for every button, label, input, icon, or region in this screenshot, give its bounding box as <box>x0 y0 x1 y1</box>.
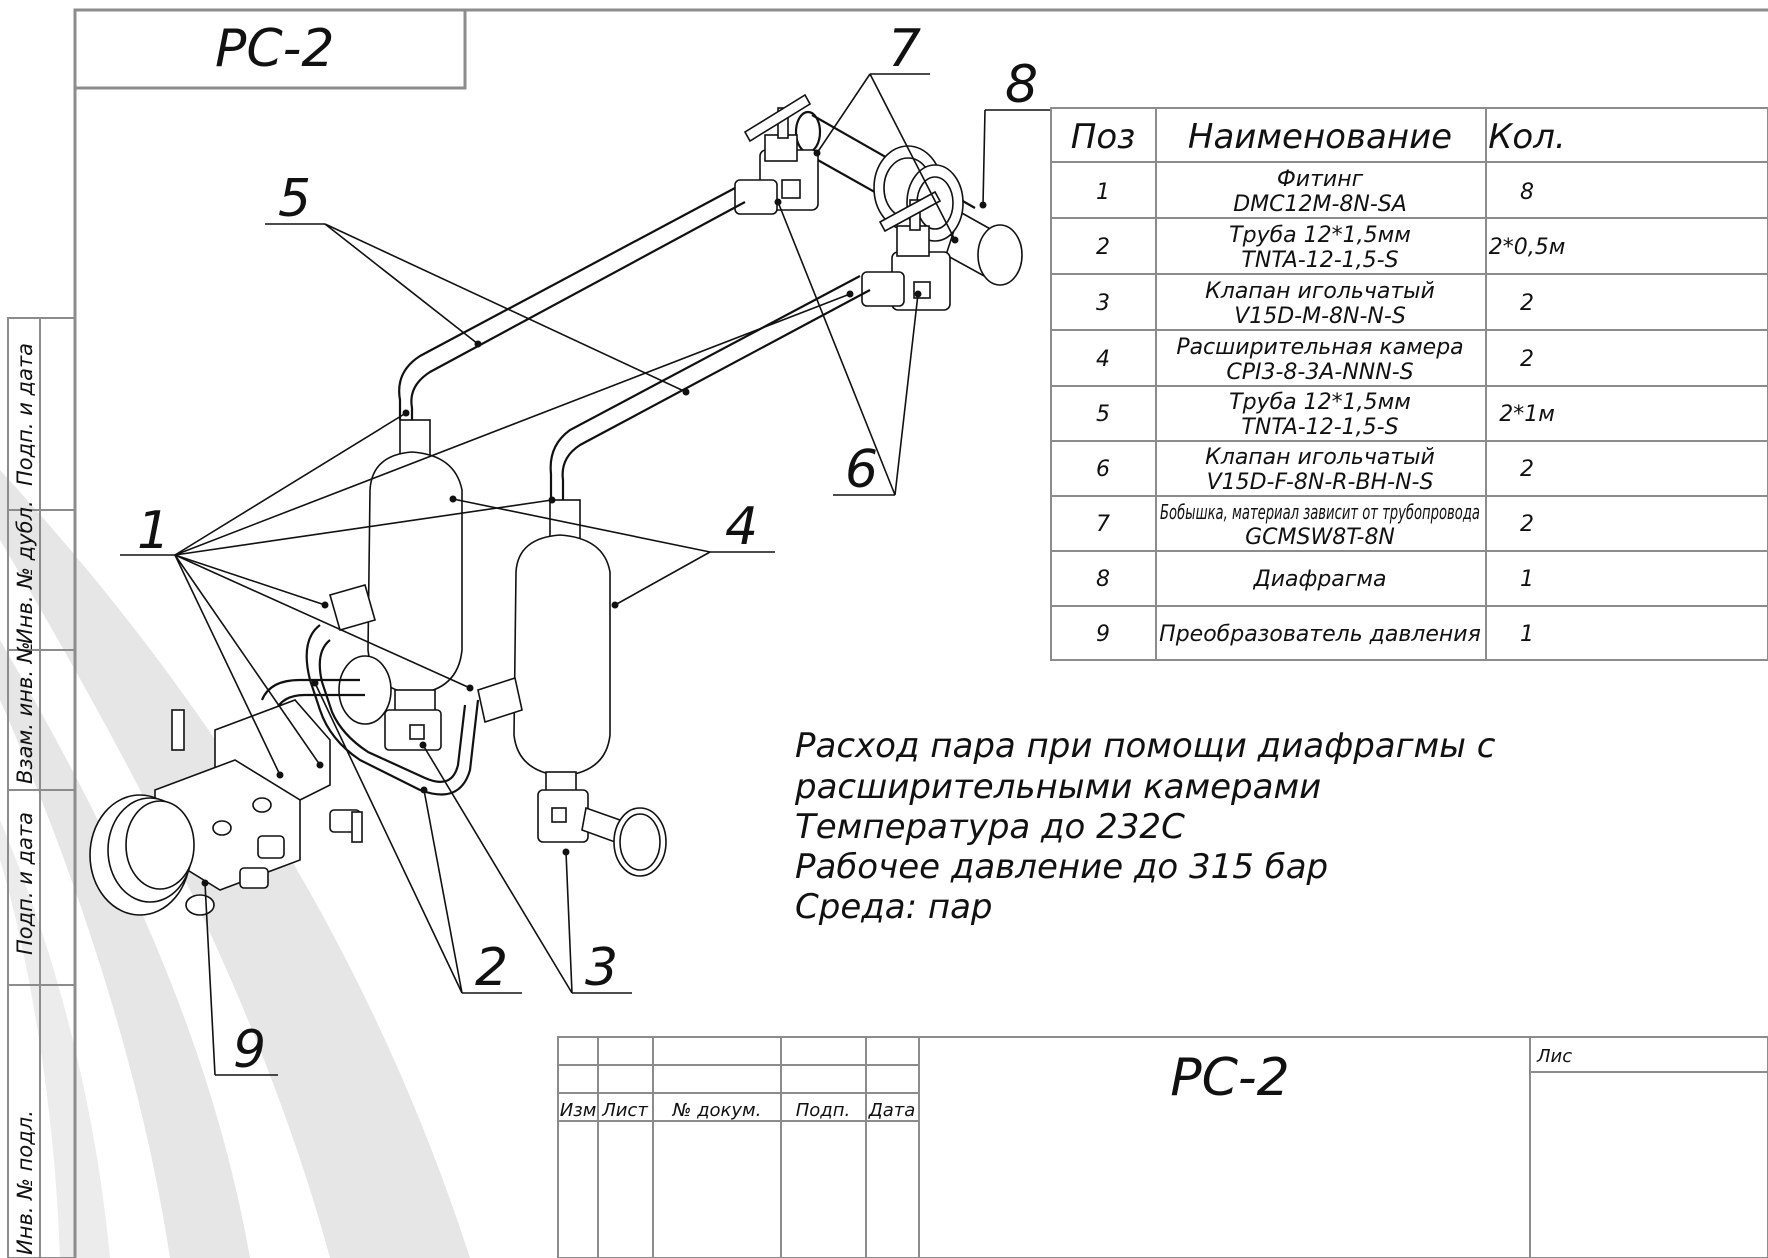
spec-code: V15D-F-8N-R-BH-N-S <box>1207 470 1434 495</box>
sheet-label: Лис <box>1536 1046 1572 1067</box>
spec-code: TNTA-12-1,5-S <box>1241 248 1398 273</box>
spec-pos: 5 <box>1096 402 1110 427</box>
spec-qty: 2 <box>1520 512 1534 537</box>
spec-table: Поз Наименование Кол. 1 Фитинг DMC12M-8N… <box>1050 107 1768 661</box>
title-block-col: № докум. <box>672 1100 762 1121</box>
spec-name: Фитинг <box>1277 167 1364 192</box>
side-stamp: Подп. и дата Инв. № дубл. Взам. инв. № П… <box>7 317 76 1258</box>
spec-qty: 2 <box>1520 291 1534 316</box>
leader-dots <box>201 149 987 887</box>
side-stamp-label: Подп. и дата <box>13 812 37 955</box>
spec-header-qty: Кол. <box>1488 117 1565 157</box>
spec-code: TNTA-12-1,5-S <box>1241 415 1398 440</box>
upper-valve-left <box>734 93 819 215</box>
spec-name: Расширительная камера <box>1176 335 1463 360</box>
spec-code: GCMSW8T-8N <box>1245 525 1395 550</box>
side-stamp-label: Взам. инв. № <box>13 641 37 784</box>
upper-valve-right <box>861 190 951 311</box>
spec-pos: 4 <box>1096 347 1110 372</box>
spec-name: Клапан игольчатый <box>1205 279 1435 304</box>
spec-qty: 8 <box>1520 180 1534 205</box>
spec-pos: 2 <box>1096 235 1110 260</box>
expansion-chamber-right <box>477 499 611 795</box>
title-block: Изм Лист № докум. Подп. Дата PC-2 Лис <box>557 1036 1768 1258</box>
spec-pos: 8 <box>1096 567 1110 592</box>
callout-7: 7 <box>888 19 921 79</box>
title-block-col: Дата <box>868 1100 916 1121</box>
impulse-tubes <box>398 187 871 500</box>
title-block-col: Изм <box>560 1100 597 1121</box>
spec-pos: 3 <box>1096 291 1110 316</box>
spec-qty: 2 <box>1520 457 1534 482</box>
spec-pos: 1 <box>1096 180 1110 205</box>
description-line: Среда: пар <box>795 887 993 927</box>
spec-code: V15D-M-8N-N-S <box>1234 304 1406 329</box>
description-line: расширительными камерами <box>794 767 1321 807</box>
pressure-transmitter <box>89 699 363 916</box>
description-line: Температура до 232С <box>795 807 1185 847</box>
callout-1: 1 <box>137 501 170 561</box>
spec-name: Клапан игольчатый <box>1205 445 1435 470</box>
spec-name: Бобышка, материал зависит от трубопровод… <box>1160 500 1480 524</box>
callout-6: 6 <box>845 440 878 500</box>
description-line: Рабочее давление до 315 бар <box>795 847 1328 887</box>
spec-name: Диафрагма <box>1253 567 1387 592</box>
spec-qty: 2 <box>1520 347 1534 372</box>
spec-qty: 2*1м <box>1499 402 1555 427</box>
expansion-chamber-left <box>329 419 463 751</box>
spec-qty: 1 <box>1520 622 1534 647</box>
spec-code: DMC12M-8N-SA <box>1233 192 1407 217</box>
title-block-col: Лист <box>601 1100 648 1121</box>
callout-2: 2 <box>475 938 508 998</box>
spec-name: Труба 12*1,5мм <box>1229 223 1411 248</box>
description-notes: Расход пара при помощи диафрагмы с расши… <box>794 726 1496 927</box>
description-line: Расход пара при помощи диафрагмы с <box>795 726 1496 766</box>
assembly-drawing: 1 2 3 4 5 6 7 8 9 <box>89 19 1050 1080</box>
side-stamp-label: Подп. и дата <box>13 343 37 486</box>
spec-pos: 7 <box>1096 512 1110 537</box>
spec-header-pos: Поз <box>1071 117 1135 157</box>
spec-name: Труба 12*1,5мм <box>1229 390 1411 415</box>
spec-code: CPI3-8-3A-NNN-S <box>1226 360 1413 385</box>
needle-valve-lower <box>537 789 667 877</box>
callout-8: 8 <box>1005 55 1038 115</box>
title-block-code: PC-2 <box>1170 1048 1290 1108</box>
callout-4: 4 <box>725 497 758 557</box>
spec-qty: 2*0,5м <box>1489 235 1566 260</box>
drawing-code: PC-2 <box>215 19 335 79</box>
callout-3: 3 <box>585 938 618 998</box>
title-block-col: Подп. <box>796 1100 850 1121</box>
side-stamp-label: Инв. № дубл. <box>13 500 37 644</box>
side-stamp-label: Инв. № подл. <box>13 1110 37 1255</box>
callout-9: 9 <box>233 1020 266 1080</box>
spec-pos: 9 <box>1096 622 1110 647</box>
callout-5: 5 <box>278 169 311 229</box>
spec-qty: 1 <box>1520 567 1534 592</box>
leader-lines <box>120 73 1050 1076</box>
spec-header-name: Наименование <box>1188 117 1452 157</box>
spec-pos: 6 <box>1096 457 1110 482</box>
spec-name: Преобразователь давления <box>1159 622 1481 647</box>
